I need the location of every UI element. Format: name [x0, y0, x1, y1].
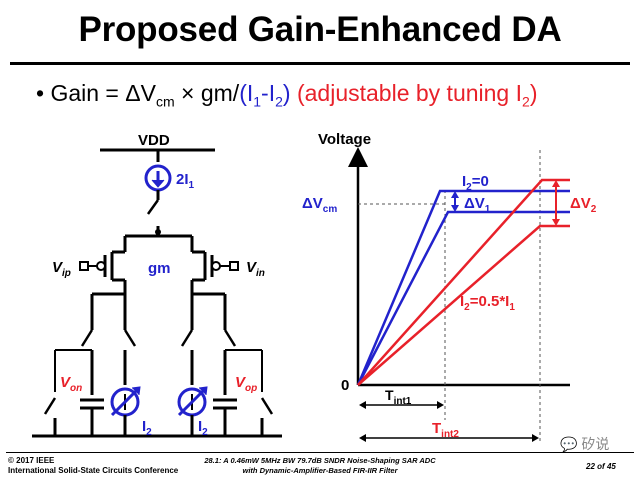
page-number: 22 of 45 — [586, 462, 616, 471]
watermark: 💬 矽说 — [560, 434, 609, 454]
footer-left: © 2017 IEEE International Solid-State Ci… — [8, 456, 178, 476]
gain-times-gm: × gm/ — [174, 80, 240, 106]
i2-left-label: I2 — [142, 418, 152, 438]
dv2-label: ΔV2 — [570, 195, 597, 215]
tint1-label: Tint1 — [385, 387, 412, 407]
page-total: 45 — [606, 462, 616, 471]
gain-denominator-i2: -I — [261, 80, 276, 106]
paper-title-line2: with Dynamic-Amplifier-Based FIR-IIR Fil… — [242, 466, 398, 475]
red-trace-lower — [357, 224, 570, 386]
schematic — [32, 148, 282, 438]
gain-denominator-close: ) — [282, 80, 291, 106]
paper-title-line1: 28.1: A 0.46mW 5MHz BW 79.7dB SNDR Noise… — [204, 456, 436, 465]
gain-denominator-i1: (I — [239, 80, 254, 106]
gain-equation: • Gain = ΔVcm × gm/(I1-I2) (adjustable b… — [36, 80, 537, 110]
tint2-label: Tint2 — [432, 420, 459, 440]
vop-label: Vop — [235, 374, 257, 394]
right-tunable-current-source-icon — [177, 386, 208, 417]
gain-denominator-sub1: 1 — [253, 93, 262, 110]
i2-zero-label: I2=0 — [462, 173, 489, 193]
gain-note-text: (adjustable by tuning I — [290, 80, 523, 106]
i2-half-label: I2=0.5*I1 — [460, 293, 515, 313]
bullet-symbol: • — [36, 80, 45, 106]
page-title: Proposed Gain-Enhanced DA — [78, 10, 562, 49]
left-tunable-current-source-icon — [110, 386, 141, 417]
footer-center: 28.1: A 0.46mW 5MHz BW 79.7dB SNDR Noise… — [150, 456, 490, 476]
gain-cm-subscript: cm — [155, 93, 175, 110]
gain-denominator-sub2: 2 — [275, 93, 283, 110]
blue-trace-lower — [356, 210, 570, 386]
voltage-graph — [348, 147, 570, 442]
title-divider — [10, 62, 630, 65]
left-capacitor — [80, 398, 104, 436]
i2-right-label: I2 — [198, 418, 208, 438]
page-of: of — [597, 462, 605, 471]
right-capacitor — [213, 398, 237, 436]
chat-bubble-icon: 💬 — [560, 436, 578, 452]
gain-note-close: ) — [529, 80, 538, 106]
von-label: Von — [60, 374, 82, 394]
gain-note: (adjustable by tuning I2) — [290, 80, 538, 110]
vin-label: Vin — [246, 259, 265, 279]
footer-divider — [6, 452, 634, 453]
y-axis-label: Voltage — [318, 131, 371, 148]
origin-label: 0 — [341, 377, 349, 394]
gain-denominator: (I1-I2) — [239, 80, 291, 110]
vip-label: Vip — [52, 259, 71, 279]
tail-switch — [146, 199, 160, 215]
copyright-text: © 2017 IEEE — [8, 456, 55, 465]
vdd-label: VDD — [138, 132, 170, 149]
dv1-label: ΔV1 — [464, 195, 491, 215]
conference-text: International Solid-State Circuits Confe… — [8, 466, 179, 475]
gain-label: Gain = ΔV — [50, 80, 156, 106]
red-trace-upper — [357, 178, 570, 386]
gain-note-sub: 2 — [522, 93, 530, 110]
page-current: 22 — [586, 462, 595, 471]
dvcm-label: ΔVcm — [302, 195, 337, 215]
tail-current-label: 2I1 — [176, 171, 195, 191]
watermark-text: 矽说 — [581, 436, 610, 452]
blue-trace-upper — [356, 189, 570, 386]
tail-current-source-icon — [144, 164, 172, 192]
gm-label: gm — [148, 260, 171, 277]
